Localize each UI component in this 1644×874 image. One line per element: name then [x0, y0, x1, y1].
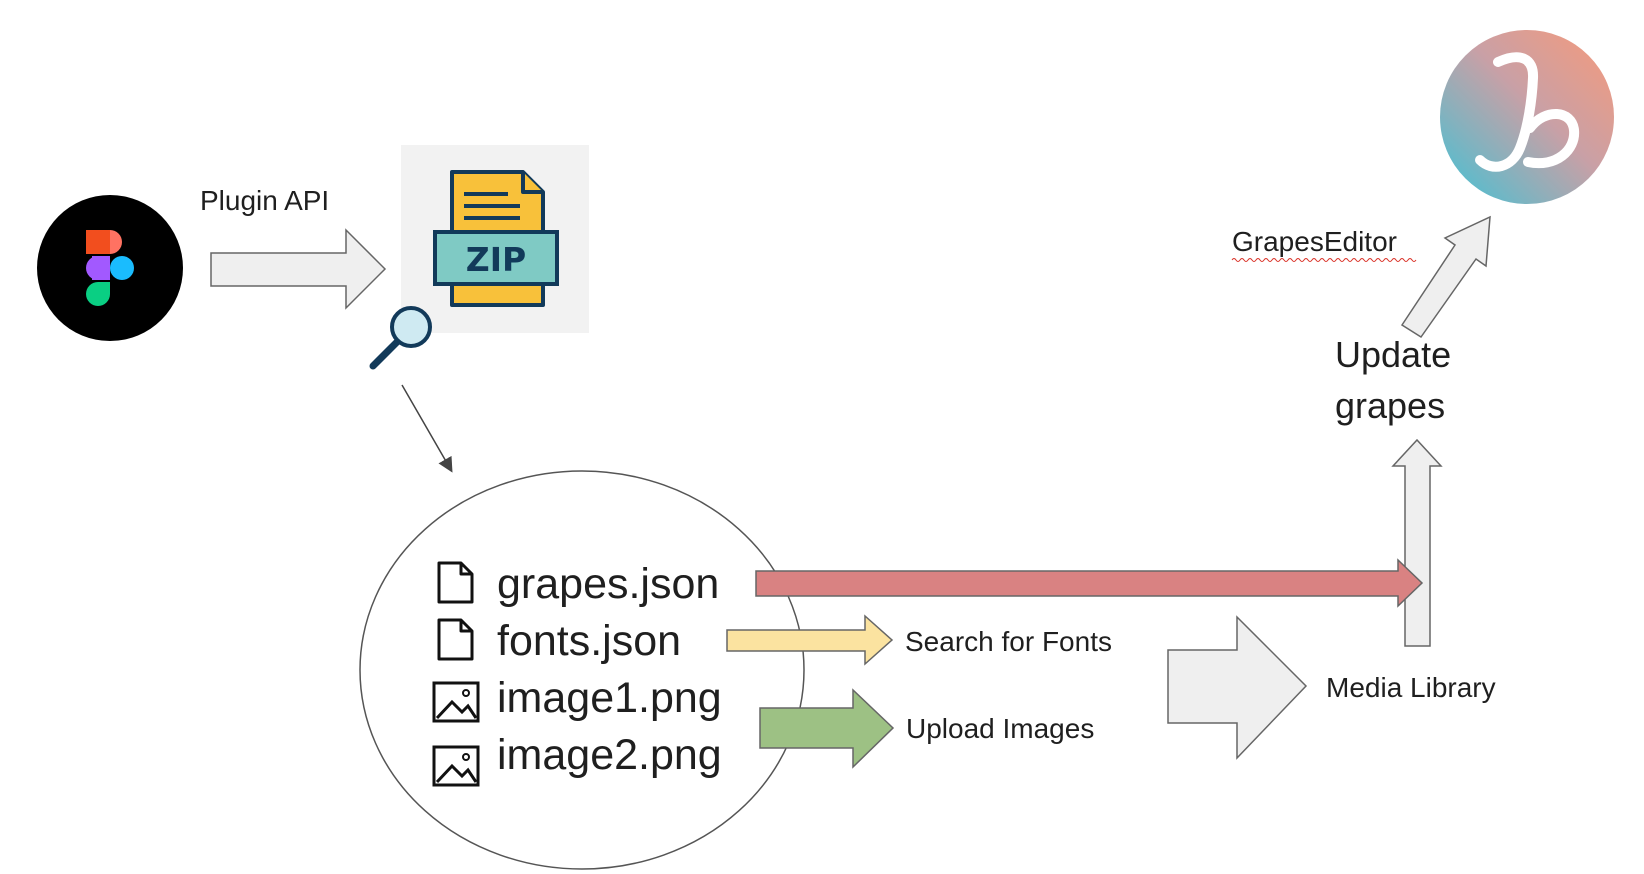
file-row: image1.png — [432, 674, 722, 723]
plugin-api-label: Plugin API — [200, 185, 329, 216]
file-name-image2: image2.png — [497, 731, 722, 779]
file-name-fonts: fonts.json — [497, 617, 681, 665]
zip-contents-ellipse — [359, 470, 805, 870]
update-grapes-label-line1: Update — [1335, 334, 1451, 375]
upload-images-label: Upload Images — [906, 713, 1094, 744]
images-arrow — [759, 688, 895, 769]
grapes-editor-label: GrapesEditor — [1232, 226, 1397, 257]
image-icon — [432, 681, 480, 723]
image-icon — [432, 745, 480, 787]
search-fonts-label: Search for Fonts — [905, 626, 1112, 657]
update-up-arrow — [1391, 438, 1443, 647]
file-row: image2.png — [432, 731, 722, 787]
fonts-arrow — [726, 614, 894, 666]
extract-connector-arrow — [401, 384, 453, 473]
file-row: fonts.json — [437, 617, 681, 665]
file-row: grapes.json — [437, 560, 719, 608]
file-name-grapes: grapes.json — [497, 560, 719, 608]
zip-label: ZIP — [466, 240, 526, 279]
plugin-api-arrow — [210, 228, 387, 310]
update-grapes-label-line2: grapes — [1335, 385, 1445, 426]
grapes-logo-icon — [1440, 30, 1614, 204]
file-icon — [437, 561, 474, 604]
spellcheck-underline — [1231, 258, 1417, 262]
zip-file-icon: ZIP — [401, 145, 589, 333]
figma-logo-icon — [37, 195, 183, 341]
merge-arrow — [1167, 615, 1308, 760]
media-library-label: Media Library — [1326, 672, 1496, 703]
grapes-json-arrow — [755, 558, 1424, 608]
file-name-image1: image1.png — [497, 674, 722, 722]
magnifier-icon — [369, 306, 432, 370]
file-icon — [437, 618, 474, 661]
file-list: grapes.json fonts.json image1.png image2… — [432, 560, 722, 787]
grapes-editor-arrow — [1400, 215, 1491, 339]
